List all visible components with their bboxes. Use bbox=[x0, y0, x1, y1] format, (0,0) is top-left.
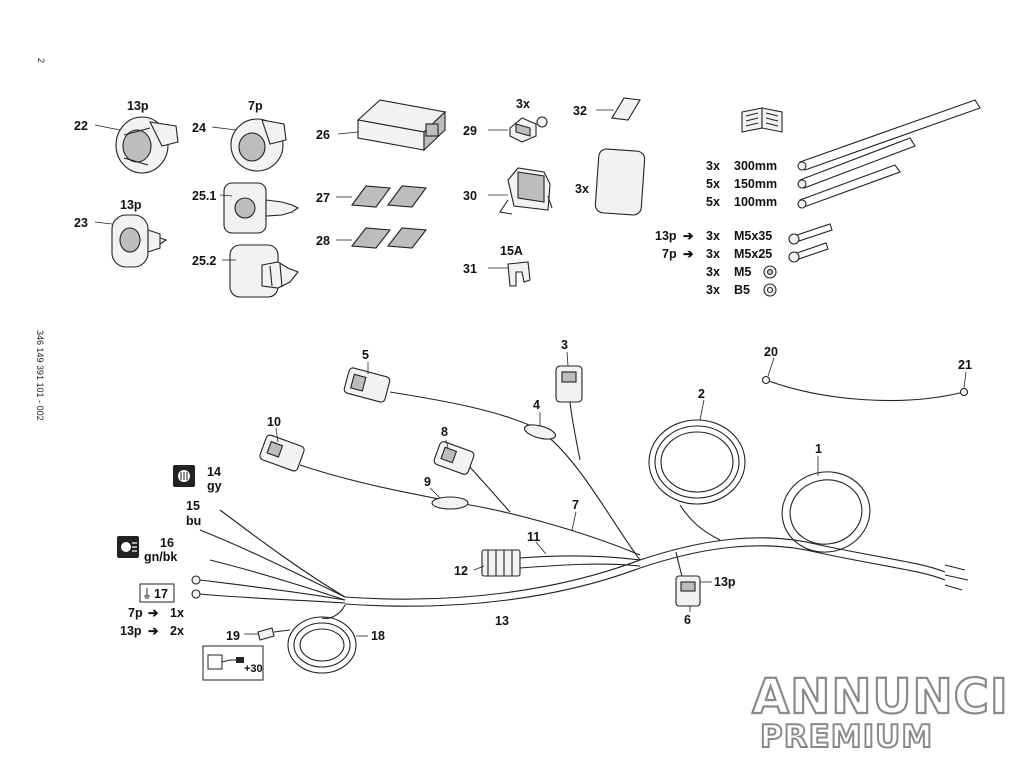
label-23: 23 bbox=[74, 216, 88, 230]
label-28: 28 bbox=[316, 234, 330, 248]
watermark-line-1: ANNUNCI bbox=[752, 669, 1009, 725]
label-32: 32 bbox=[573, 104, 587, 118]
label-18: 18 bbox=[371, 629, 385, 643]
label-31: 31 bbox=[463, 262, 477, 276]
label-6-13p: 13p bbox=[714, 575, 736, 589]
label-11: 11 bbox=[527, 530, 540, 544]
label-22: 22 bbox=[74, 119, 88, 133]
lamp-icon-14 bbox=[173, 465, 195, 487]
watermark-logo: ANNUNCI PREMIUM bbox=[751, 668, 1009, 756]
label-6: 6 bbox=[684, 613, 691, 627]
note-17-arrow-1: ➔ bbox=[148, 606, 159, 620]
label-2: 2 bbox=[698, 387, 705, 401]
part-31-fuse-15a bbox=[507, 261, 531, 287]
battery-plus30-box bbox=[202, 645, 264, 681]
screw-size-1: M5x35 bbox=[734, 229, 772, 243]
part-24-socket-7p bbox=[230, 118, 287, 172]
screw-arrow-2: ➔ bbox=[683, 247, 694, 261]
label-8: 8 bbox=[441, 425, 448, 439]
label-7: 7 bbox=[572, 498, 579, 512]
note-17-arrow-2: ➔ bbox=[148, 624, 159, 638]
label-10: 10 bbox=[267, 415, 281, 429]
part-25-1-gasket-grommet bbox=[223, 182, 300, 234]
page-number: 2 bbox=[36, 58, 46, 63]
tie-size-100: 100mm bbox=[734, 195, 777, 209]
label-17: 17 bbox=[154, 587, 168, 601]
label-24-sub: 7p bbox=[248, 99, 263, 113]
ground-icon-17 bbox=[139, 583, 175, 603]
label-29-sub: 3x bbox=[516, 97, 530, 111]
cable-ties-illustration bbox=[797, 99, 981, 209]
tie-size-300: 300mm bbox=[734, 159, 777, 173]
label-31-sub: 15A bbox=[500, 244, 523, 258]
nut-qty: 3x bbox=[706, 265, 720, 279]
note-17-val-1: 1x bbox=[170, 606, 184, 620]
label-29: 29 bbox=[463, 124, 477, 138]
fog-lamp-icon-16 bbox=[117, 536, 139, 558]
watermark-line-2: PREMIUM bbox=[760, 719, 933, 755]
label-13: 13 bbox=[495, 614, 509, 628]
note-17-pre-1: 7p bbox=[128, 606, 143, 620]
label-12: 12 bbox=[454, 564, 468, 578]
screw-pre-1: 13p bbox=[655, 229, 677, 243]
wiring-harness bbox=[191, 365, 969, 674]
screw-qty-2: 3x bbox=[706, 247, 720, 261]
tie-qty-150: 5x bbox=[706, 177, 720, 191]
tie-qty-100: 5x bbox=[706, 195, 720, 209]
label-plus30: +30 bbox=[244, 663, 263, 675]
screw-arrow-1: ➔ bbox=[683, 229, 694, 243]
part-adhesive-pad-square bbox=[594, 148, 646, 216]
label-22-sub: 13p bbox=[127, 99, 149, 113]
part-28-adhesive-pads bbox=[350, 227, 428, 249]
label-25-1: 25.1 bbox=[192, 189, 216, 203]
label-5: 5 bbox=[362, 348, 369, 362]
screw-pre-2: 7p bbox=[662, 247, 677, 261]
part-23-plug-13p bbox=[111, 214, 168, 268]
nut-size: M5 bbox=[734, 265, 751, 279]
label-pad-qty: 3x bbox=[575, 182, 589, 196]
part-26-control-module bbox=[356, 99, 447, 152]
label-3: 3 bbox=[561, 338, 568, 352]
label-30: 30 bbox=[463, 189, 477, 203]
part-25-2-gasket-grommet bbox=[229, 244, 299, 298]
label-27: 27 bbox=[316, 191, 330, 205]
tie-size-150: 150mm bbox=[734, 177, 777, 191]
label-1: 1 bbox=[815, 442, 822, 456]
label-20: 20 bbox=[764, 345, 778, 359]
label-24: 24 bbox=[192, 121, 206, 135]
document-number: 346 149 391 101 - 002 bbox=[35, 330, 45, 421]
label-14-color: gy bbox=[207, 479, 222, 493]
part-30-relay-holder bbox=[499, 167, 553, 215]
part-32-label-card bbox=[611, 97, 641, 121]
label-23-sub: 13p bbox=[120, 198, 142, 212]
screws-nuts-illustration bbox=[763, 223, 833, 297]
label-26: 26 bbox=[316, 128, 330, 142]
label-14: 14 bbox=[207, 465, 221, 479]
screw-size-2: M5x25 bbox=[734, 247, 772, 261]
washer-qty: 3x bbox=[706, 283, 720, 297]
label-16: 16 bbox=[160, 536, 174, 550]
label-4: 4 bbox=[533, 398, 540, 412]
label-19: 19 bbox=[226, 629, 240, 643]
label-15-color: bu bbox=[186, 514, 201, 528]
note-17-pre-2: 13p bbox=[120, 624, 142, 638]
label-25-2: 25.2 bbox=[192, 254, 216, 268]
part-29-clip bbox=[509, 116, 548, 143]
label-21: 21 bbox=[958, 358, 972, 372]
label-9: 9 bbox=[424, 475, 431, 489]
label-15: 15 bbox=[186, 499, 200, 513]
label-16-color: gn/bk bbox=[144, 550, 177, 564]
screw-qty-1: 3x bbox=[706, 229, 720, 243]
tie-qty-300: 3x bbox=[706, 159, 720, 173]
washer-size: B5 bbox=[734, 283, 750, 297]
book-icon bbox=[741, 107, 783, 133]
note-17-val-2: 2x bbox=[170, 624, 184, 638]
part-27-adhesive-pads bbox=[350, 185, 428, 208]
part-22-socket-13p bbox=[115, 116, 179, 174]
